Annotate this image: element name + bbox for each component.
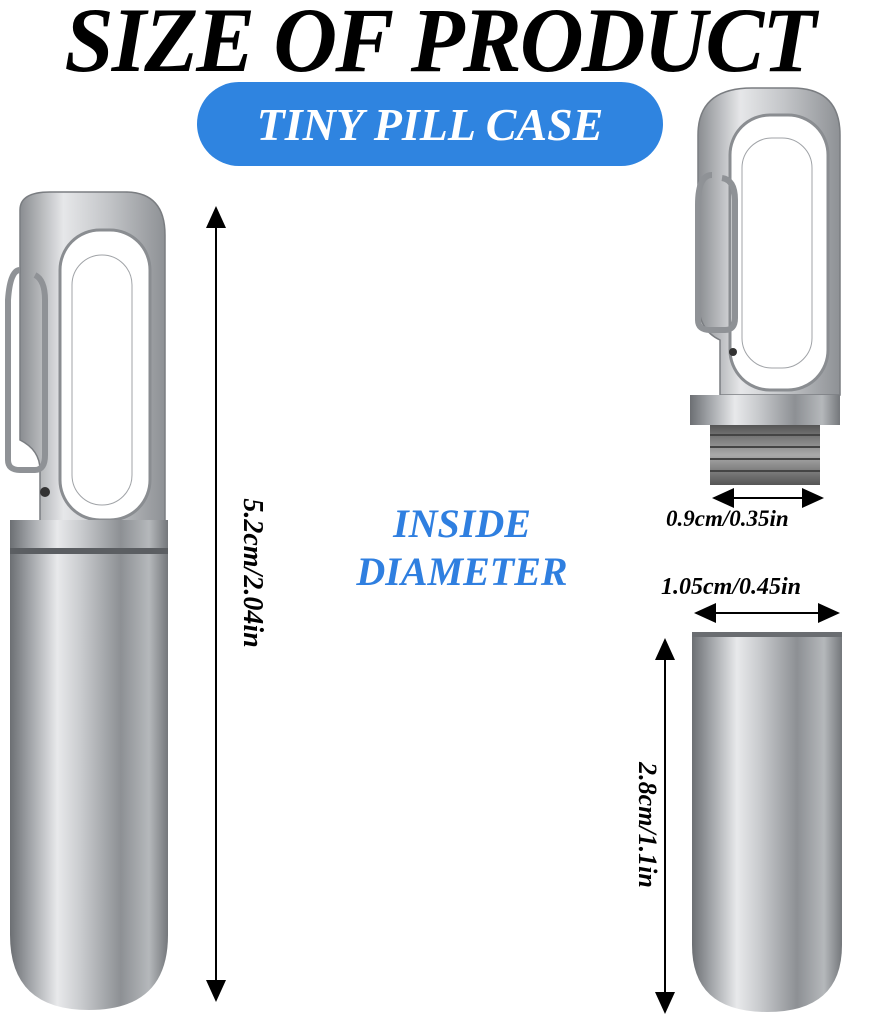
- carabiner-cap: [690, 87, 841, 485]
- product-name-badge: TINY PILL CASE: [197, 82, 663, 166]
- total-height-label: 5.2cm/2.04in: [237, 498, 268, 648]
- inside-diameter-value: 0.9cm/0.35in: [666, 506, 789, 531]
- assembled-pill-case: [5, 191, 168, 1010]
- inside-label-line2: DIAMETER: [356, 549, 568, 594]
- body-height-label: 2.8cm/1.1in: [633, 762, 662, 888]
- badge-label: TINY PILL CASE: [256, 98, 604, 150]
- capsule-body: [692, 632, 842, 1012]
- page-title: SIZE OF PRODUCT: [64, 0, 817, 91]
- inside-diameter-label: INSIDE DIAMETER: [322, 500, 602, 596]
- inside-label-line1: INSIDE: [393, 501, 531, 546]
- outer-diameter-value: 1.05cm/0.45in: [661, 574, 802, 600]
